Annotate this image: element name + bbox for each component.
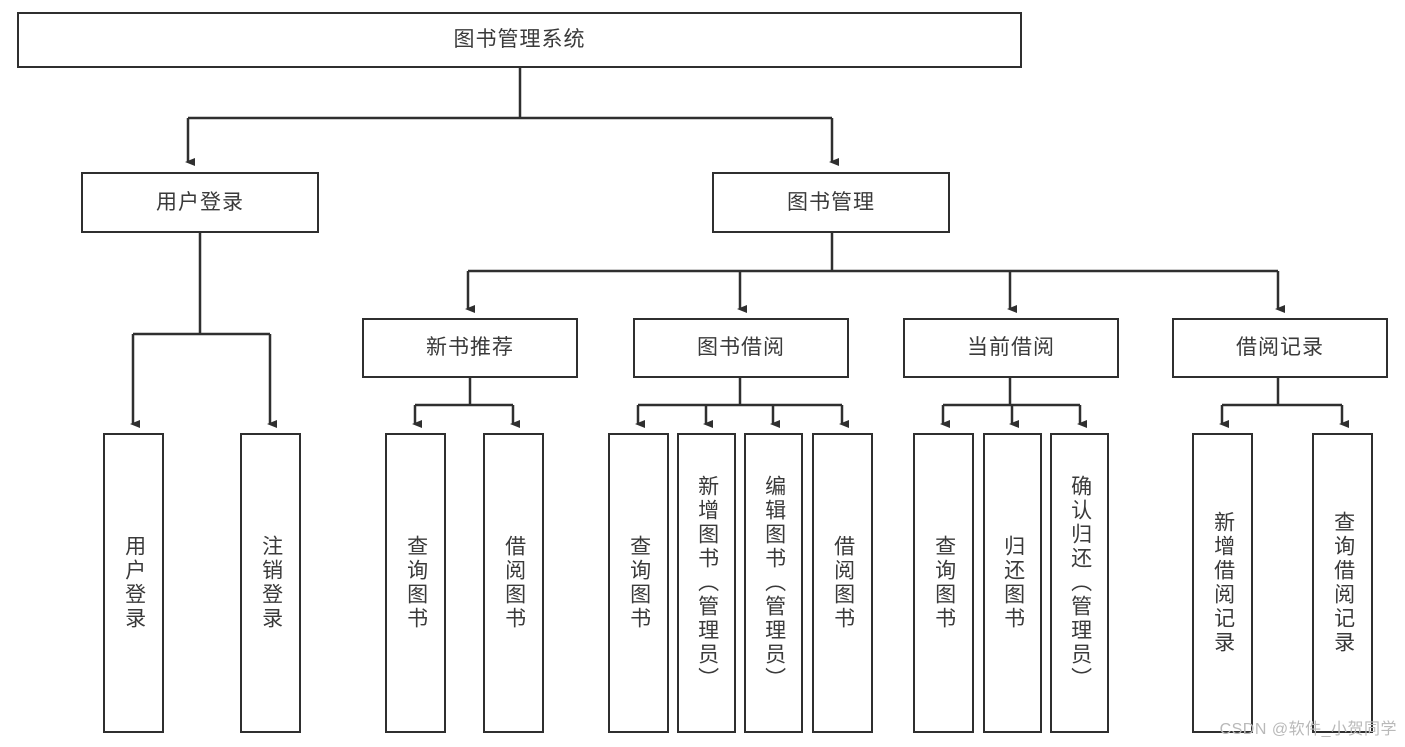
node-leaf-confirm-return-admin[interactable]: 确认归还（管理员）	[1050, 433, 1109, 733]
node-leaf-borrow-book[interactable]: 借阅图书	[812, 433, 873, 733]
node-current-borrow[interactable]: 当前借阅	[903, 318, 1119, 378]
node-borrow-record-label: 借阅记录	[1236, 336, 1324, 360]
node-leaf-add-book-admin[interactable]: 新增图书（管理员）	[677, 433, 736, 733]
node-root-label: 图书管理系统	[453, 28, 586, 52]
node-leaf-recommend-query-book[interactable]: 查询图书	[385, 433, 446, 733]
node-current-borrow-label: 当前借阅	[967, 336, 1055, 360]
node-leaf-add-borrow-record[interactable]: 新增借阅记录	[1192, 433, 1253, 733]
node-leaf-borrow-query-book-label: 查询图书	[627, 535, 651, 631]
node-book-borrow-label: 图书借阅	[697, 336, 785, 360]
node-leaf-confirm-return-admin-label: 确认归还（管理员）	[1068, 475, 1092, 691]
node-leaf-query-borrow-record[interactable]: 查询借阅记录	[1312, 433, 1373, 733]
node-root[interactable]: 图书管理系统	[17, 12, 1022, 68]
node-leaf-return-book-label: 归还图书	[1001, 535, 1025, 631]
node-user-login[interactable]: 用户登录	[81, 172, 319, 233]
node-leaf-user-login-label: 用户登录	[122, 535, 146, 631]
node-leaf-edit-book-admin[interactable]: 编辑图书（管理员）	[744, 433, 803, 733]
node-book-management-label: 图书管理	[787, 190, 875, 214]
node-new-book-recommend-label: 新书推荐	[426, 336, 514, 360]
node-leaf-query-borrow-record-label: 查询借阅记录	[1331, 511, 1355, 655]
watermark: CSDN @软件_小贺同学	[1219, 721, 1397, 738]
node-leaf-borrow-query-book[interactable]: 查询图书	[608, 433, 669, 733]
node-leaf-user-logout-label: 注销登录	[259, 535, 283, 631]
node-leaf-add-book-admin-label: 新增图书（管理员）	[695, 475, 719, 691]
node-leaf-current-query-book[interactable]: 查询图书	[913, 433, 974, 733]
node-leaf-add-borrow-record-label: 新增借阅记录	[1211, 511, 1235, 655]
node-leaf-current-query-book-label: 查询图书	[932, 535, 956, 631]
node-borrow-record[interactable]: 借阅记录	[1172, 318, 1388, 378]
node-book-management[interactable]: 图书管理	[712, 172, 950, 233]
node-leaf-borrow-book-label: 借阅图书	[831, 535, 855, 631]
node-leaf-user-logout[interactable]: 注销登录	[240, 433, 301, 733]
node-new-book-recommend[interactable]: 新书推荐	[362, 318, 578, 378]
node-leaf-edit-book-admin-label: 编辑图书（管理员）	[762, 475, 786, 691]
node-user-login-label: 用户登录	[156, 190, 244, 214]
node-book-borrow[interactable]: 图书借阅	[633, 318, 849, 378]
node-leaf-return-book[interactable]: 归还图书	[983, 433, 1042, 733]
node-leaf-recommend-query-book-label: 查询图书	[404, 535, 428, 631]
node-leaf-recommend-borrow-book-label: 借阅图书	[502, 535, 526, 631]
node-leaf-user-login[interactable]: 用户登录	[103, 433, 164, 733]
node-leaf-recommend-borrow-book[interactable]: 借阅图书	[483, 433, 544, 733]
